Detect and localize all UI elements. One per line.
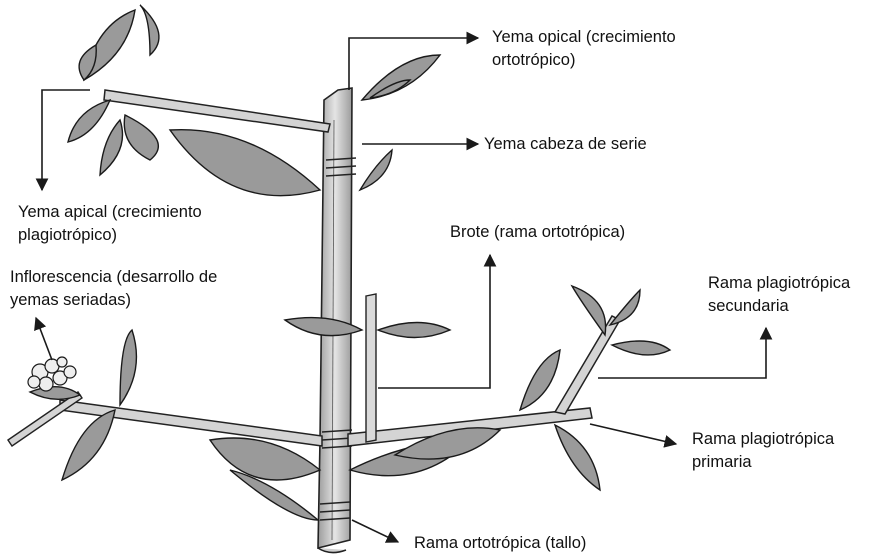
label-brote-line1: Brote (rama ortotrópica) xyxy=(450,221,625,244)
arrow-brote xyxy=(378,255,490,388)
arrow-rama-secundaria xyxy=(598,328,766,378)
label-rama-secundaria: Rama plagiotrópica secundaria xyxy=(708,272,850,318)
arrow-inflorescencia xyxy=(36,318,52,360)
label-yema-apical-line1: Yema apical (crecimiento xyxy=(18,201,202,224)
arrow-yema-apical xyxy=(42,90,90,190)
label-yema-cabeza-line1: Yema cabeza de serie xyxy=(484,133,647,156)
label-inflorescencia-line2: yemas seriadas) xyxy=(10,289,217,312)
label-yema-opical: Yema opical (crecimiento ortotrópico) xyxy=(492,26,676,72)
label-yema-apical: Yema apical (crecimiento plagiotrópico) xyxy=(18,201,202,247)
label-rama-primaria: Rama plagiotrópica primaria xyxy=(692,428,834,474)
label-rama-primaria-line2: primaria xyxy=(692,451,834,474)
secondary-branch xyxy=(555,316,620,414)
brote-shoot xyxy=(366,294,376,442)
lower-left-twig xyxy=(8,392,82,446)
label-yema-cabeza: Yema cabeza de serie xyxy=(484,133,647,156)
label-rama-tallo: Rama ortotrópica (tallo) xyxy=(414,532,586,555)
label-yema-opical-line2: ortotrópico) xyxy=(492,49,676,72)
label-inflorescencia-line1: Inflorescencia (desarrollo de xyxy=(10,266,217,289)
inflorescence xyxy=(28,357,76,391)
label-rama-secundaria-line2: secundaria xyxy=(708,295,850,318)
label-inflorescencia: Inflorescencia (desarrollo de yemas seri… xyxy=(10,266,217,312)
label-rama-secundaria-line1: Rama plagiotrópica xyxy=(708,272,850,295)
label-brote: Brote (rama ortotrópica) xyxy=(450,221,625,244)
arrow-rama-primaria xyxy=(590,424,676,444)
label-rama-tallo-line1: Rama ortotrópica (tallo) xyxy=(414,532,586,555)
label-yema-opical-line1: Yema opical (crecimiento xyxy=(492,26,676,49)
arrow-rama-tallo xyxy=(352,520,398,542)
label-rama-primaria-line1: Rama plagiotrópica xyxy=(692,428,834,451)
label-yema-apical-line2: plagiotrópico) xyxy=(18,224,202,247)
